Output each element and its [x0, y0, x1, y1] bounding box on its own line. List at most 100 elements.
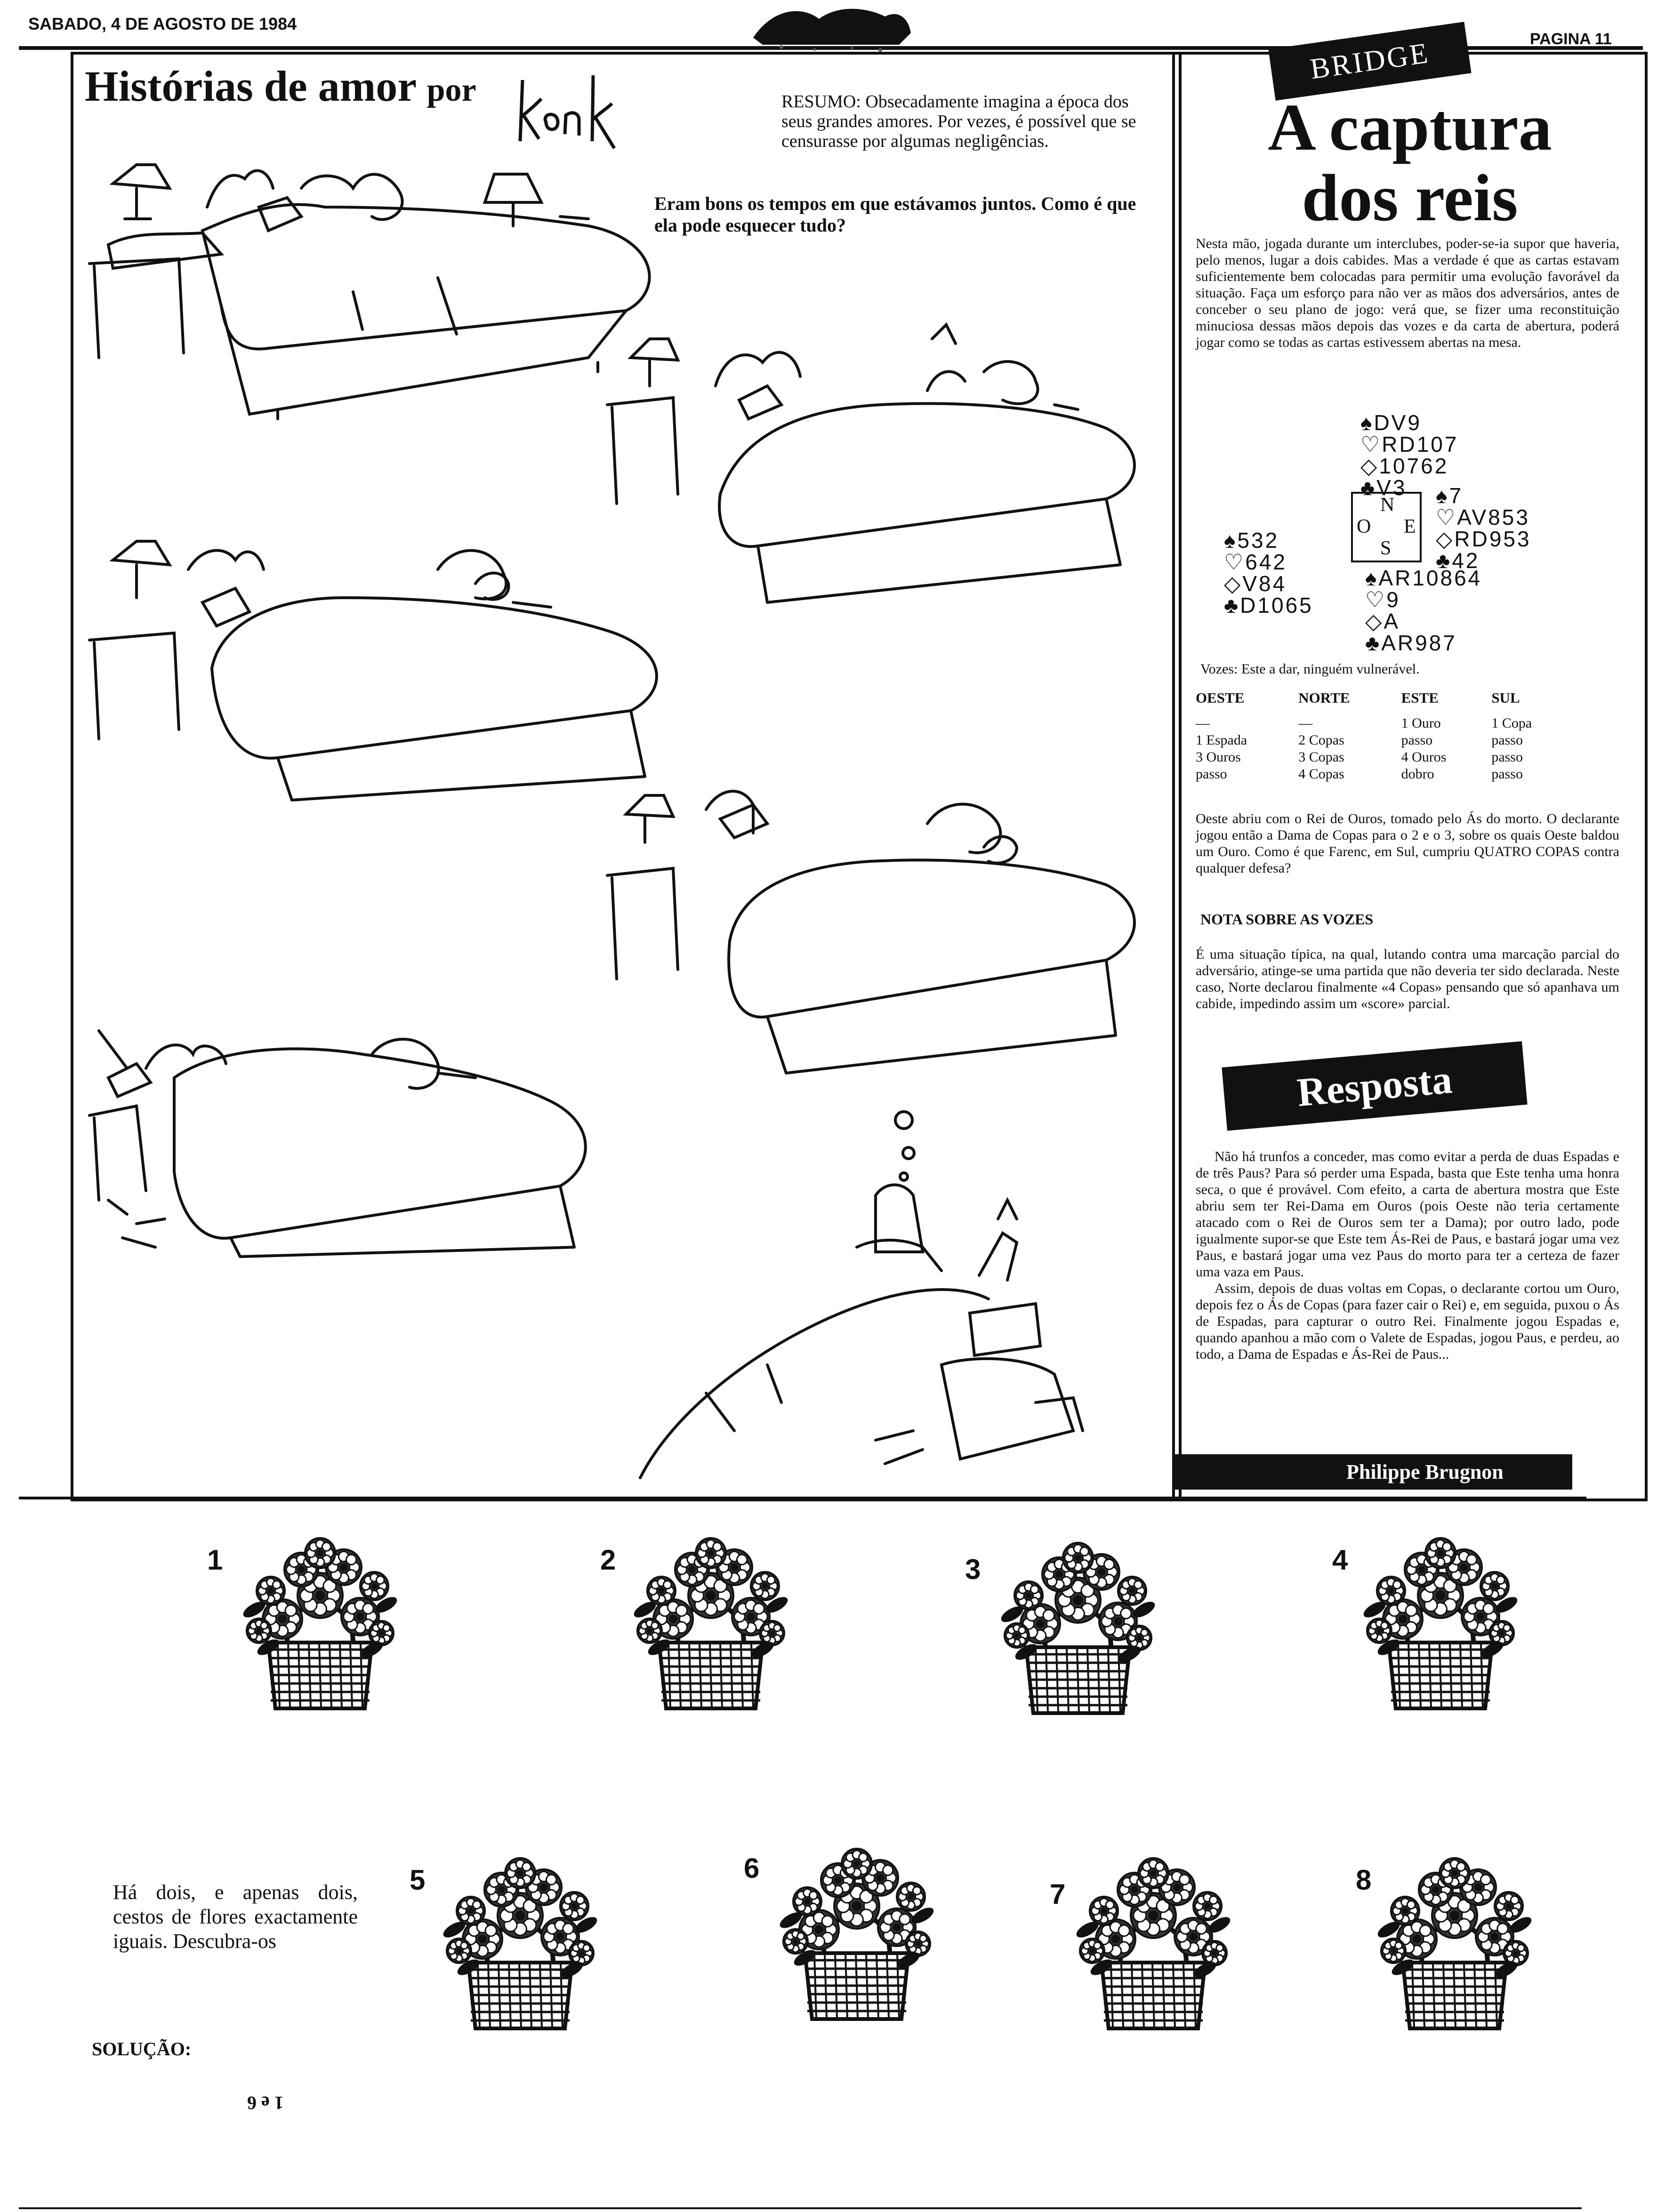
bid-cell: — [1298, 715, 1313, 731]
bridge-title-line1: A captura [1268, 90, 1552, 164]
bid-cell: 4 Ouros [1401, 749, 1447, 765]
basket-number-8: 8 [1356, 1864, 1372, 1896]
comic-panel-1 [88, 163, 651, 420]
compass-south: S [1380, 537, 1392, 559]
bidding-row: passo 4 Copas dobro passo [1196, 766, 1572, 783]
bid-cell: passo [1196, 766, 1227, 782]
bridge-title-line2: dos reis [1302, 160, 1518, 235]
konk-signature [518, 75, 616, 149]
bid-cell: dobro [1401, 766, 1434, 782]
comic-title-by: por [426, 72, 476, 108]
hand-north: ♠DV9 ♡RD107 ◇10762 ♣V3 [1360, 412, 1458, 498]
flower-basket-1 [243, 1537, 397, 1710]
hand-west-spades: ♠532 [1224, 528, 1279, 553]
hand-west-diamonds: ◇V84 [1224, 571, 1287, 596]
bidding-table: OESTE NORTE ESTE SUL — — 1 Ouro 1 Copa 1… [1196, 689, 1572, 783]
bid-cell: 1 Espada [1196, 732, 1247, 748]
bid-cell: 3 Ouros [1196, 749, 1241, 765]
hand-west-hearts: ♡642 [1224, 550, 1287, 574]
header-date: SABADO, 4 DE AGOSTO DE 1984 [28, 14, 297, 33]
flower-basket-5 [443, 1857, 597, 2030]
compass-east: E [1404, 516, 1416, 537]
hand-east: ♠7 ♡AV853 ◇RD953 ♣42 [1436, 485, 1531, 571]
bidding-header: NORTE [1298, 689, 1350, 706]
hand-north-spades: ♠DV9 [1360, 410, 1422, 435]
bid-cell: 2 Copas [1298, 732, 1344, 748]
comic-panel-6 [639, 1110, 1084, 1479]
hand-south-diamonds: ◇A [1365, 609, 1400, 633]
hand-east-clubs: ♣42 [1436, 548, 1480, 573]
comic-panel-4 [606, 790, 1136, 1074]
bidding-row: 3 Ouros 3 Copas 4 Ouros passo [1196, 749, 1572, 766]
bid-cell: passo [1491, 766, 1523, 782]
bid-cell: 3 Copas [1298, 749, 1344, 765]
comic-panel-2 [606, 322, 1136, 604]
hand-north-diamonds: ◇10762 [1360, 454, 1449, 478]
bid-cell: passo [1491, 749, 1523, 765]
resposta-paragraph-1: Não há trunfos a conceder, mas como evit… [1196, 1149, 1619, 1280]
basket-number-6: 6 [744, 1852, 760, 1884]
solution-label: SOLUÇÃO: [92, 2038, 192, 2060]
flower-basket-6 [780, 1848, 934, 2021]
hand-south: ♠AR10864 ♡9 ◇A ♣AR987 [1365, 567, 1482, 654]
hand-south-clubs: ♣AR987 [1365, 631, 1457, 655]
comic-title-text: Histórias de amor [85, 62, 416, 110]
bid-cell: passo [1491, 732, 1523, 748]
bid-cell: 4 Copas [1298, 766, 1344, 782]
hand-north-hearts: ♡RD107 [1360, 432, 1459, 457]
page-bottom-rule [19, 2207, 1582, 2209]
bidding-row: — — 1 Ouro 1 Copa [1196, 715, 1572, 732]
comic-summary: RESUMO: Obsecadamente imagina a época do… [781, 92, 1136, 151]
bidding-row: 1 Espada 2 Copas passo passo [1196, 732, 1572, 749]
nota-heading: NOTA SOBRE AS VOZES [1200, 911, 1374, 928]
bidding-header: ESTE [1401, 689, 1439, 706]
hand-east-spades: ♠7 [1436, 483, 1464, 508]
basket-number-3: 3 [965, 1554, 981, 1585]
bid-cell: 1 Ouro [1401, 715, 1441, 731]
header-rule [19, 46, 1643, 50]
resposta-paragraph-2: Assim, depois de duas voltas em Copas, o… [1196, 1281, 1619, 1362]
puzzle-divider [19, 1497, 1586, 1499]
flower-basket-7 [1076, 1857, 1231, 2030]
flower-basket-2 [634, 1537, 788, 1710]
bidding-header: OESTE [1196, 689, 1245, 706]
hand-east-diamonds: ◇RD953 [1436, 527, 1531, 551]
puzzle-instructions: Há dois, e apenas dois, cestos de flores… [113, 1881, 358, 1953]
bid-cell: 1 Copa [1491, 715, 1532, 731]
byline-bar [1172, 1454, 1572, 1490]
bidding-header-row: OESTE NORTE ESTE SUL [1196, 689, 1572, 715]
hand-south-hearts: ♡9 [1365, 587, 1400, 612]
author-byline: Philippe Brugnon [1346, 1460, 1504, 1483]
header-page-number: PAGINA 11 [1530, 30, 1612, 48]
basket-number-4: 4 [1332, 1544, 1348, 1576]
basket-number-7: 7 [1050, 1878, 1066, 1910]
bridge-problem-text: Oeste abriu com o Rei de Ouros, tomado p… [1196, 811, 1619, 876]
compass-north: N [1380, 494, 1395, 516]
flower-basket-8 [1377, 1857, 1532, 2030]
compass-west: O [1357, 516, 1371, 537]
basket-number-1: 1 [207, 1544, 223, 1576]
comic-title: Histórias de amor por [85, 61, 476, 111]
bridge-title: A captura dos reis [1182, 92, 1638, 233]
hand-south-spades: ♠AR10864 [1365, 566, 1482, 590]
masthead-logo [753, 8, 911, 52]
nota-text: É uma situação típica, na qual, lutando … [1196, 946, 1619, 1011]
flower-basket-3 [1001, 1542, 1155, 1715]
comic-panel-5 [88, 1029, 587, 1258]
comic-panel-3 [88, 540, 658, 801]
bidding-header: SUL [1491, 689, 1520, 706]
hand-west: ♠532 ♡642 ◇V84 ♣D1065 [1224, 529, 1313, 616]
bid-cell: — [1196, 715, 1210, 731]
basket-number-2: 2 [600, 1544, 616, 1576]
hand-west-clubs: ♣D1065 [1224, 593, 1313, 617]
hand-east-hearts: ♡AV853 [1436, 505, 1530, 529]
comic-frame [71, 52, 1182, 1501]
solution-value-upside-down: 1 e 6 [247, 2092, 284, 2114]
basket-number-5: 5 [410, 1864, 426, 1896]
bidding-conditions: Vozes: Este a dar, ninguém vulnerável. [1200, 661, 1420, 677]
bridge-intro: Nesta mão, jogada durante um interclubes… [1196, 236, 1619, 350]
hand-north-clubs: ♣V3 [1360, 475, 1407, 500]
comic-quote: Eram bons os tempos em que estávamos jun… [654, 193, 1136, 236]
resposta-text: Não há trunfos a conceder, mas como evit… [1196, 1148, 1619, 1362]
flower-basket-4 [1363, 1537, 1518, 1710]
